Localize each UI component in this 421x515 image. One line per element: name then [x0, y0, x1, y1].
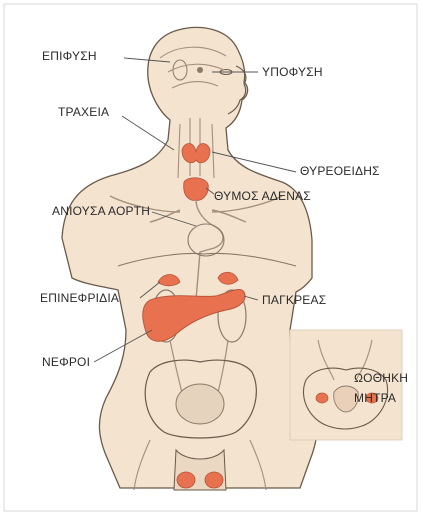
label-epineofridia: ΕΠΙΝΕΦΡΙΔΙΑ	[40, 292, 119, 305]
leader-tracheia	[122, 116, 174, 150]
label-ypofysi: ΥΠΟΦΥΣΗ	[262, 66, 323, 79]
label-mitra: ΜΗΤΡΑ	[354, 392, 396, 405]
label-tracheia: ΤΡΑΧΕΙΑ	[58, 106, 109, 119]
testis-left	[177, 472, 195, 488]
label-epifysi: ΕΠΙΦΥΣΗ	[42, 50, 97, 63]
label-thyreoeidis: ΘΥΡΕΟΕΙΔΗΣ	[300, 165, 380, 178]
label-nefroi: ΝΕΦΡΟΙ	[42, 356, 90, 369]
label-aorti: ΑΝΙΟΥΣΑ ΑΟΡΤΗ	[52, 205, 150, 218]
pituitary-gland	[197, 67, 203, 73]
testis-right	[205, 472, 223, 488]
female-inset-icon	[290, 330, 402, 440]
male-figure-icon	[62, 27, 317, 490]
inset-background	[290, 330, 402, 440]
label-oothiki: ΩΟΘΗΚΗ	[354, 372, 408, 385]
label-thymos: ΘΥΜΟΣ ΑΔΕΝΑΣ	[214, 190, 311, 203]
label-pagkreas: ΠΑΓΚΡΕΑΣ	[262, 294, 326, 307]
thymus-gland	[184, 178, 209, 201]
bladder	[176, 384, 224, 424]
ovary-left	[316, 393, 328, 403]
